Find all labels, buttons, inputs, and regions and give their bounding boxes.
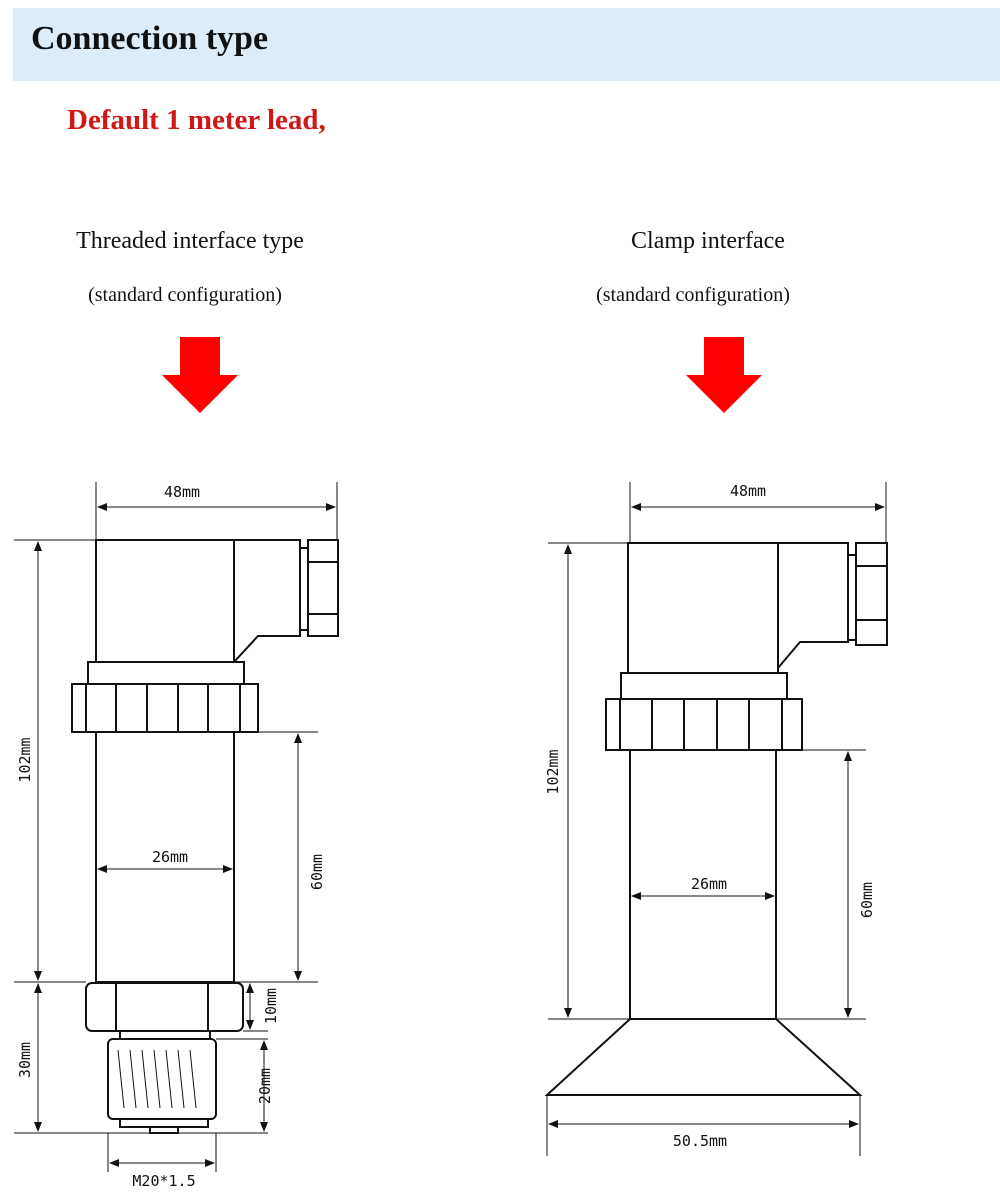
dim-height-right: 102mm: [544, 749, 562, 794]
dim-thread: M20*1.5: [132, 1172, 195, 1190]
page-title: Connection type: [31, 20, 269, 57]
lead-note: Default 1 meter lead,: [67, 104, 326, 136]
dim-length-right: 60mm: [858, 882, 876, 918]
dim-clamp: 50.5mm: [673, 1132, 727, 1150]
left-title: Threaded interface type: [76, 228, 304, 254]
dim-thread-length: 20mm: [256, 1068, 274, 1104]
down-arrow-icon: [686, 337, 762, 413]
left-subtitle: (standard configuration): [88, 284, 282, 306]
dim-length-left: 60mm: [308, 854, 326, 890]
header-bar: Connection type: [13, 8, 1000, 81]
dim-body-left: 26mm: [152, 848, 188, 866]
dim-width-left: 48mm: [164, 483, 200, 501]
clamp-sensor-drawing: [544, 542, 888, 1096]
dim-height-left: 102mm: [16, 737, 34, 782]
dim-nut-left: 10mm: [262, 988, 280, 1024]
right-subtitle: (standard configuration): [596, 284, 790, 306]
down-arrow-icon: [162, 337, 238, 413]
right-title: Clamp interface: [631, 228, 785, 254]
dim-body-right: 26mm: [691, 875, 727, 893]
threaded-sensor-drawing: [71, 539, 339, 1134]
dim-bottom-left: 30mm: [16, 1042, 34, 1078]
dim-width-right: 48mm: [730, 482, 766, 500]
